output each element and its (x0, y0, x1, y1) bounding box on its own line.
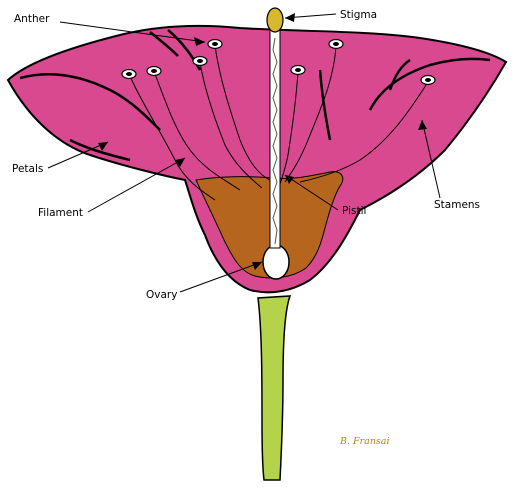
stigma (267, 8, 283, 32)
label-ovary: Ovary (146, 289, 177, 301)
label-filament: Filament (38, 207, 83, 219)
ovary (263, 245, 289, 279)
label-anther: Anther (14, 13, 50, 25)
label-stigma: Stigma (340, 9, 377, 21)
label-petals: Petals (12, 163, 43, 175)
label-pistil: Pistil (342, 205, 366, 217)
label-stamens: Stamens (434, 199, 480, 211)
stem (258, 296, 290, 480)
pistil (270, 30, 280, 248)
signature: B. Fransai (339, 436, 390, 447)
